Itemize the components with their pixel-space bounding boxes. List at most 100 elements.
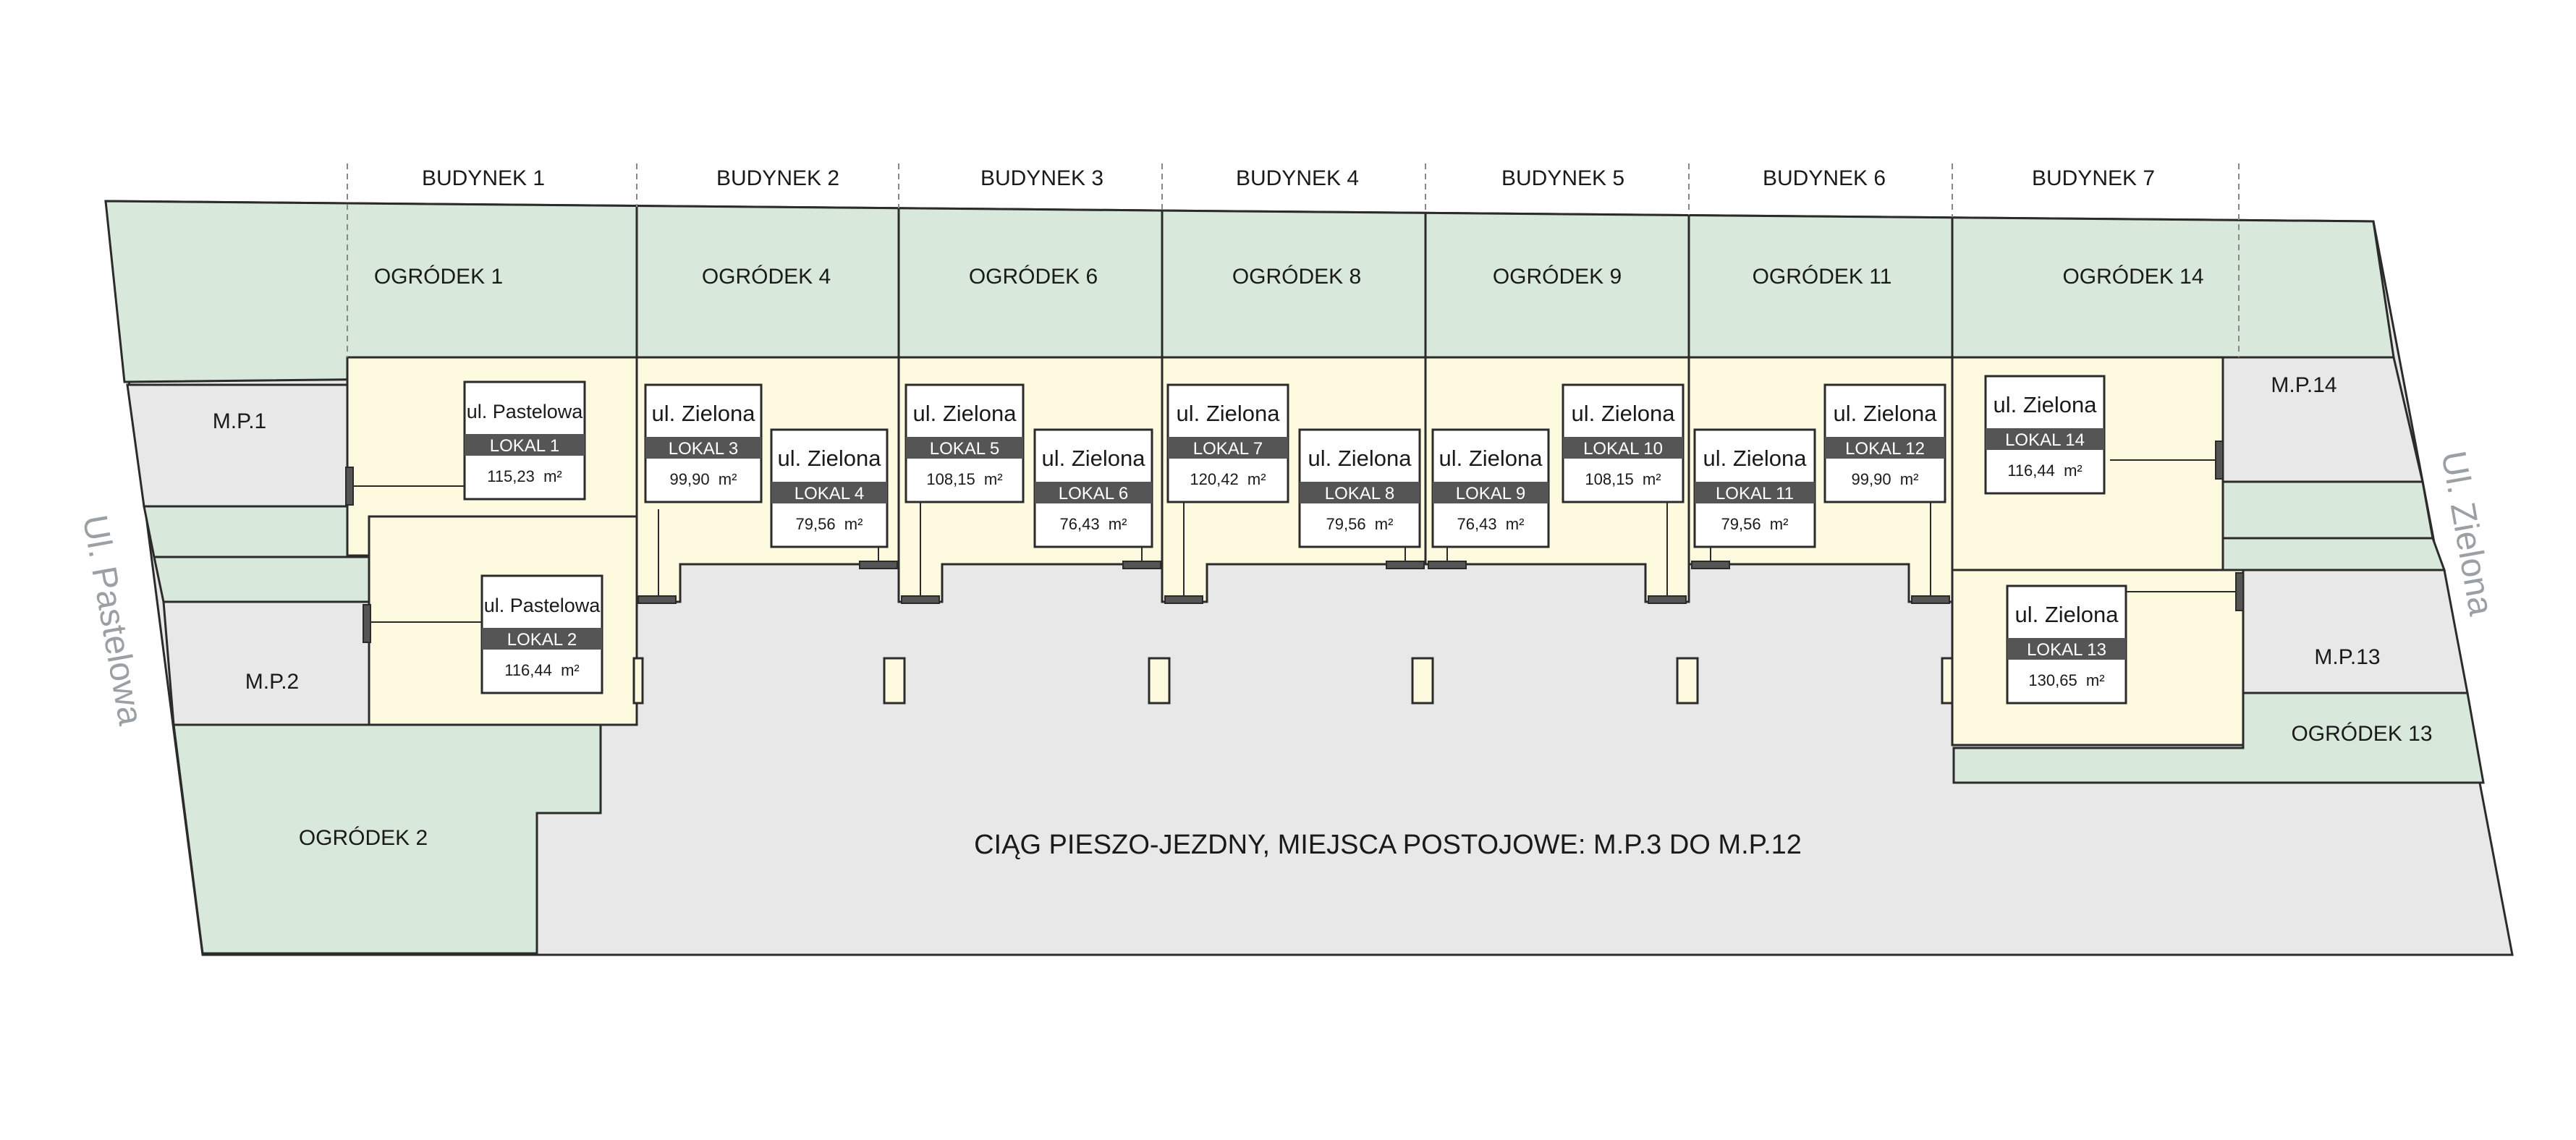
unit-card-band (645, 437, 761, 459)
unit-street: ul. Pastelowa (484, 595, 601, 616)
unit-street: ul. Zielona (777, 446, 881, 471)
post (1411, 657, 1434, 705)
unit-name: LOKAL 2 (507, 630, 577, 650)
garden-9-label: OGRÓDEK 9 (1493, 265, 1622, 289)
courtyard-label: CIĄG PIESZO-JEZDNY, MIEJSCA POSTOJOWE: M… (974, 830, 1802, 860)
door-marker (1164, 595, 1203, 604)
door-marker (1386, 561, 1425, 569)
unit-name: LOKAL 11 (1716, 484, 1794, 503)
unit-street: ul. Zielona (651, 401, 755, 426)
unit-area: 79,56 m² (796, 515, 863, 533)
post (1148, 657, 1171, 705)
unit-area: 79,56 m² (1721, 515, 1789, 533)
mp13-label: M.P.13 (2314, 645, 2380, 669)
building-5-label: BUDYNEK 5 (1501, 166, 1624, 190)
door-marker (637, 595, 677, 604)
header-dashes (347, 163, 2240, 357)
unit-area: 76,43 m² (1060, 515, 1127, 533)
garden-14-label: OGRÓDEK 14 (2062, 265, 2203, 289)
building-dividers (635, 207, 1954, 357)
post (632, 657, 644, 705)
garden-labels-top: OGRÓDEK 1 OGRÓDEK 4 OGRÓDEK 6 OGRÓDEK 8 … (374, 265, 2204, 289)
garden-1-label: OGRÓDEK 1 (374, 265, 503, 289)
garden-6-label: OGRÓDEK 6 (969, 265, 1098, 289)
unit-name: LOKAL 7 (1193, 439, 1263, 459)
garden-strip-right-1 (2221, 480, 2434, 540)
unit-name: LOKAL 10 (1583, 439, 1663, 459)
door-marker (1122, 561, 1161, 569)
street-left-label: Ul. Pastelowa (75, 512, 150, 728)
garden-8-label: OGRÓDEK 8 (1232, 265, 1361, 289)
building-4-label: BUDYNEK 4 (1236, 166, 1359, 190)
building-1-label: BUDYNEK 1 (422, 166, 545, 190)
unit-street: ul. Zielona (1041, 446, 1145, 471)
door-marker (859, 561, 898, 569)
post (1676, 657, 1699, 705)
door-marker (2235, 572, 2244, 611)
unit-name: LOKAL 9 (1456, 484, 1526, 503)
unit-area: 116,44 m² (504, 661, 580, 679)
door-marker (1691, 561, 1730, 569)
unit-name: LOKAL 3 (669, 439, 739, 459)
unit-street: ul. Zielona (1703, 446, 1807, 471)
doors (345, 441, 2244, 643)
mp2-area (162, 600, 370, 726)
unit-card-band (482, 628, 602, 650)
garden-strip-left-1 (143, 505, 349, 558)
unit-card-band (1035, 482, 1152, 503)
unit-name: LOKAL 12 (1845, 439, 1925, 459)
garden-band-top (104, 200, 2395, 383)
unit-name: LOKAL 5 (930, 439, 1000, 459)
unit-card-band (1563, 437, 1683, 459)
mp1-label: M.P.1 (213, 409, 267, 433)
mp14-label: M.P.14 (2271, 373, 2336, 397)
unit-area: 76,43 m² (1457, 515, 1525, 533)
unit-card-band (1986, 428, 2104, 450)
door-marker (1428, 561, 1467, 569)
garden-strip-left-2 (153, 556, 370, 603)
unit-street: ul. Zielona (1833, 401, 1937, 426)
unit-street: ul. Zielona (1176, 401, 1280, 426)
unit-street: ul. Zielona (912, 401, 1017, 426)
unit-card-band (2007, 638, 2126, 660)
unit-area: 108,15 m² (1585, 470, 1661, 488)
unit-name: LOKAL 13 (2027, 640, 2106, 660)
unit-name: LOKAL 6 (1059, 484, 1129, 503)
unit-street: ul. Pastelowa (467, 401, 584, 422)
unit-area: 130,65 m² (2028, 671, 2104, 689)
building-3-label: BUDYNEK 3 (980, 166, 1103, 190)
unit-street: ul. Zielona (1439, 446, 1543, 471)
door-marker (901, 595, 940, 604)
unit-area: 99,90 m² (1852, 470, 1919, 488)
unit-area: 108,15 m² (926, 470, 1002, 488)
unit-card-band (465, 434, 585, 456)
garden-11-label: OGRÓDEK 11 (1753, 265, 1892, 289)
unit-area: 115,23 m² (487, 467, 562, 485)
unit-name: LOKAL 8 (1325, 484, 1395, 503)
unit-name: LOKAL 1 (490, 436, 560, 456)
building-6-label: BUDYNEK 6 (1763, 166, 1886, 190)
unit-card-band (1168, 437, 1288, 459)
unit-area: 120,42 m² (1190, 470, 1266, 488)
unit-street: ul. Zielona (1993, 392, 2097, 417)
garden-13-label: OGRÓDEK 13 (2291, 722, 2432, 746)
unit-card-band (906, 437, 1023, 459)
unit-street: ul. Zielona (2014, 602, 2119, 627)
unit-street: ul. Zielona (1571, 401, 1675, 426)
door-marker (363, 604, 371, 643)
building-7-label: BUDYNEK 7 (2032, 166, 2155, 190)
garden-strip-right-2 (2221, 537, 2446, 571)
